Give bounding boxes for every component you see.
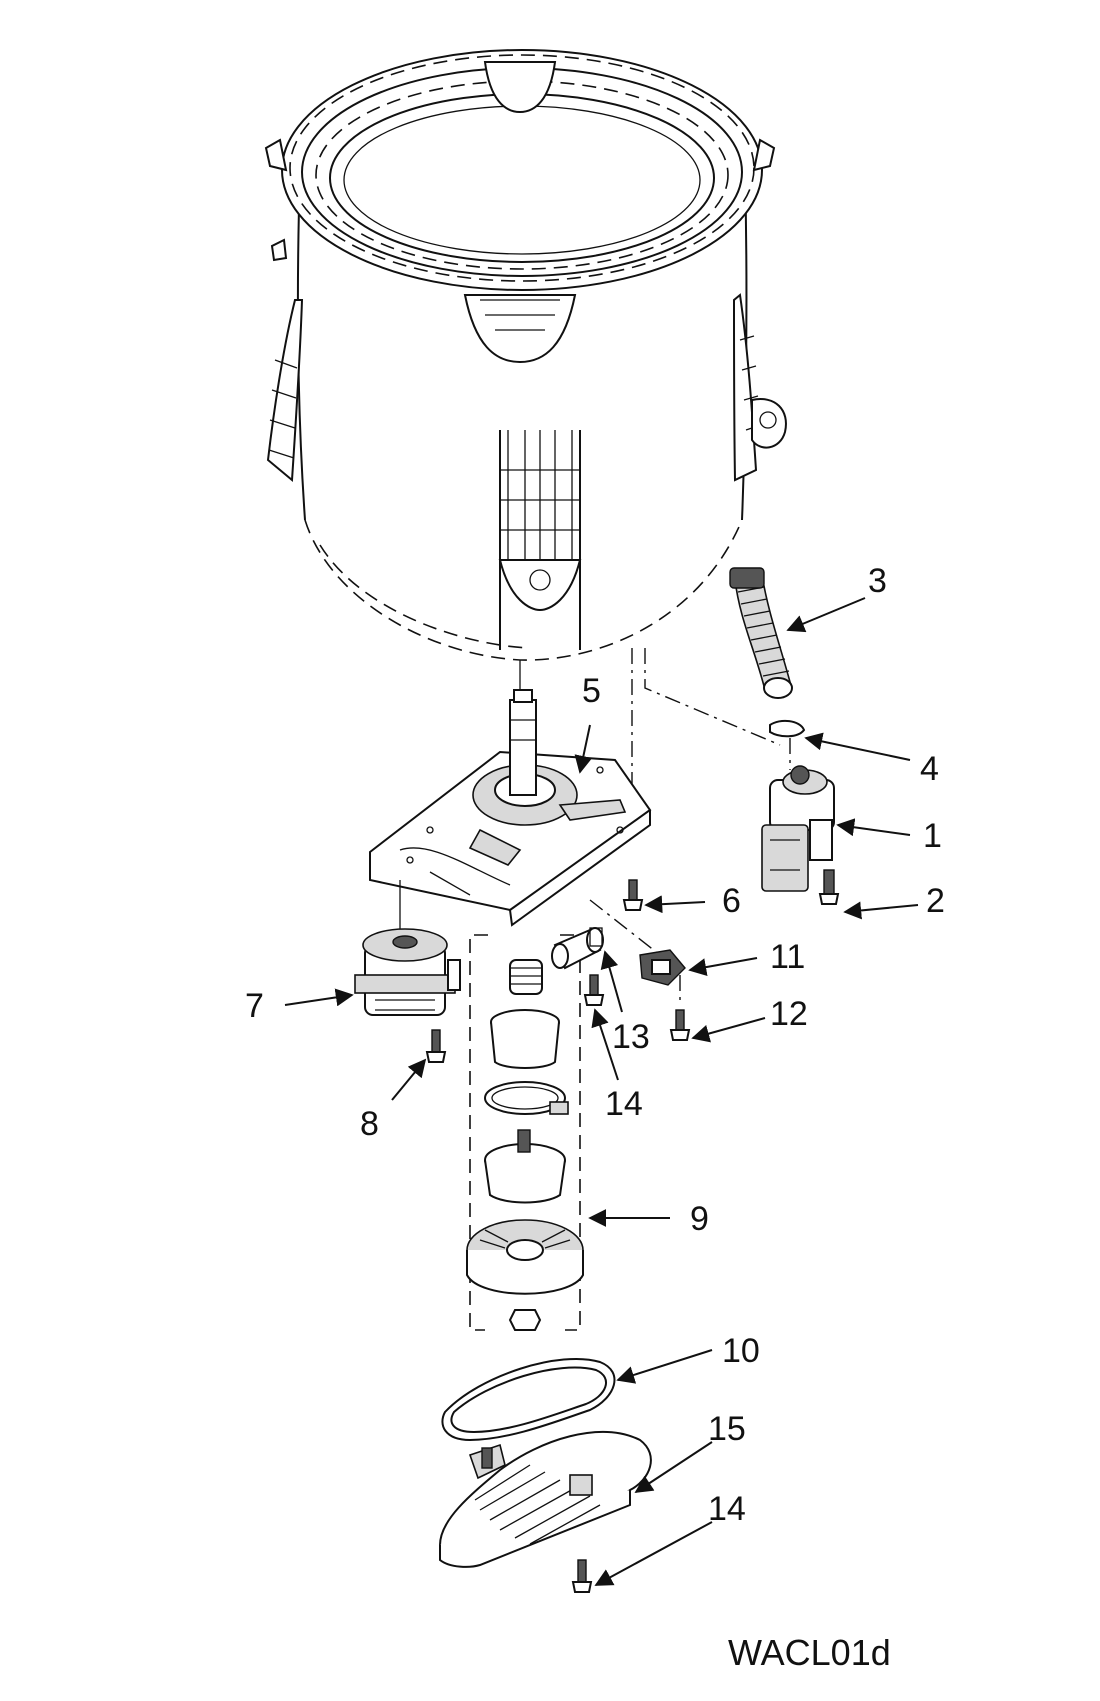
switch-screw (669, 1009, 691, 1041)
callout-6: 6 (722, 882, 741, 920)
callout-9: 9 (690, 1200, 709, 1238)
drive-motor (354, 880, 461, 1016)
base-screw (622, 879, 644, 911)
callout-1: 1 (923, 817, 942, 855)
leader-lines (284, 597, 919, 1586)
outer-tub (264, 49, 787, 661)
callout-7: 7 (245, 987, 264, 1025)
callout-3: 3 (868, 562, 887, 600)
hose-clamp (769, 719, 806, 738)
base-plate (369, 689, 652, 927)
callout-15: 15 (708, 1410, 746, 1448)
capacitor (551, 927, 604, 970)
callout-4: 4 (920, 750, 939, 788)
drain-hose (729, 567, 793, 699)
callout-8: 8 (360, 1105, 379, 1143)
pulley-guard (438, 1431, 652, 1568)
diagram-code: WACL01d (728, 1632, 891, 1673)
callout-14-upper: 14 (605, 1085, 643, 1123)
drive-belt (441, 1358, 616, 1442)
callout-14-lower: 14 (708, 1490, 746, 1528)
clutch-assembly (466, 934, 584, 1331)
callout-2: 2 (926, 882, 945, 920)
callout-12: 12 (770, 995, 808, 1033)
callout-5: 5 (582, 672, 601, 710)
callout-10: 10 (722, 1332, 760, 1370)
callout-13: 13 (612, 1018, 650, 1056)
capacitor-screw (583, 974, 605, 1006)
pump-screw (818, 869, 840, 905)
motor-screw (425, 1029, 447, 1063)
guard-screw (571, 1559, 593, 1593)
lid-switch (639, 949, 686, 986)
callout-11: 11 (770, 938, 805, 976)
drain-pump (761, 765, 835, 892)
